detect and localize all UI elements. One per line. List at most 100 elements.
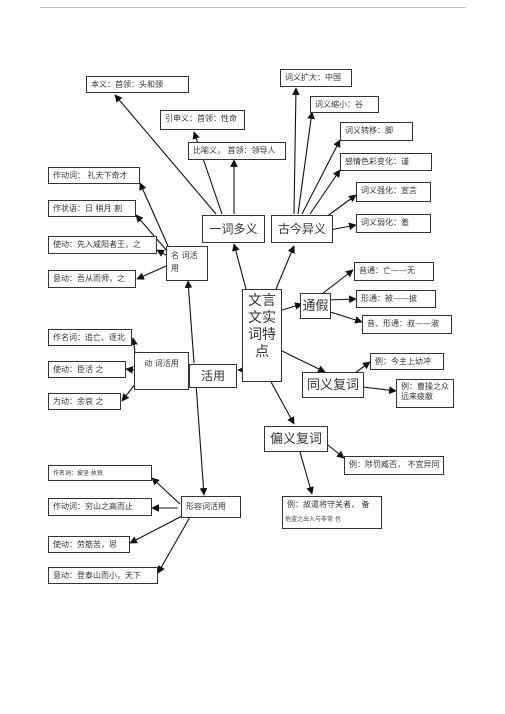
tongjia-item: 音、形通：叔——淑 (362, 315, 452, 334)
center-node: 文言文实词特点 (242, 289, 282, 382)
adj-item: 使动：劳筋苦，思 (48, 536, 130, 553)
arrow-center-pianyi (269, 379, 295, 425)
pianyi-example: 例：陟罚臧否， 不宜异同 (344, 456, 444, 475)
arrow-gujin-suoxiao (297, 111, 315, 215)
branch-huoyong-label: 活用 (200, 368, 225, 383)
arrow-gujin-ruohua (329, 222, 357, 231)
verb-item: 为动：余哀 之 (48, 393, 121, 410)
noun-item: 使动：先入咸阳者王，之 (48, 236, 157, 254)
center-label: 文言文实词特点 (248, 293, 276, 360)
arrow-adj-1 (151, 477, 181, 505)
arrow-tongjia-xing (327, 295, 357, 304)
noun-item: 作动词： 礼天下奇才 (48, 167, 140, 184)
tongyi-example: 例：今主上幼冲 (370, 353, 444, 370)
tongjia-item-text: 音通：亡——无 (359, 266, 415, 275)
arrow-adj-3 (129, 514, 185, 544)
pianyi-example-text: 例：陟罚臧否， 不宜异同 (349, 460, 440, 469)
noun-item-text: 意动：吾从而师，之 (53, 274, 125, 283)
branch-pianyi-label: 偏义复词 (269, 431, 322, 447)
pianyi-extra-text: 他盗之出入与非常 也 (285, 516, 341, 523)
arrow-pianyi-ex2 (299, 451, 314, 495)
tongjia-item-text: 形通：被——披 (361, 294, 417, 303)
adj-activation-label: 形容词活用 (186, 502, 226, 511)
branch-yici-label: 一词多义 (209, 221, 258, 236)
pianyi-example-text: 例：故遣将守关者， 备 (287, 500, 370, 509)
branch-pianyi: 偏义复词 (264, 426, 328, 452)
noun-item-text: 使动：先入咸阳者王，之 (53, 240, 141, 249)
yici-item-text: 比喻义， 首领：领导人 (193, 146, 276, 155)
verb-item: 使动：臣活 之 (48, 361, 126, 378)
branch-yici: 一词多义 (202, 215, 265, 243)
pianyi-example: 例：故遣将守关者， 备 (282, 496, 382, 529)
adj-activation-node: 形容词活用 (181, 496, 241, 518)
arrow-verb-2 (125, 366, 135, 374)
verb-activation-node: 动 词活用 (134, 352, 189, 390)
branch-tongyi-label: 同义复词 (306, 377, 359, 393)
arrow-center-tongyi (279, 349, 326, 373)
noun-activation-label: 名 词活用 (171, 251, 198, 273)
noun-item-text: 作动词： 礼天下奇才 (53, 171, 128, 180)
gujin-item-text: 感情色彩变化：谨 (345, 157, 409, 166)
arrow-noun-1 (139, 182, 169, 247)
yici-item: 引申义：首领：性命 (160, 110, 245, 130)
arrow-huoyong-noun (184, 280, 195, 364)
tongjia-item-text: 音、形通：叔——淑 (367, 319, 439, 328)
yici-item: 本义：首领：头和颈 (86, 76, 189, 93)
arrow-yici-benyi (114, 94, 217, 215)
gujin-item: 词义转移：脚 (340, 122, 413, 141)
adj-item: 作名词：披坚 执锐 (48, 465, 152, 481)
yici-item: 比喻义， 首领：领导人 (188, 142, 286, 160)
branch-tongyi: 同义复词 (302, 372, 364, 398)
gujin-item: 感情色彩变化：谨 (340, 153, 432, 171)
gujin-item-text: 词义转移：脚 (345, 126, 393, 135)
gujin-item: 词义缩小：谷 (310, 96, 379, 113)
tongyi-example-text: 例：今主上幼冲 (375, 357, 431, 366)
branch-gujin: 古今异义 (271, 215, 333, 243)
branch-tongjia-label: 通假 (302, 298, 329, 314)
gujin-item-text: 词义弱化：羞 (361, 218, 409, 227)
adj-item: 意动：登泰山而小，天下 (48, 567, 158, 584)
tongjia-item: 音通：亡——无 (354, 262, 434, 281)
verb-item-text: 使动：臣活 之 (53, 365, 104, 374)
arrow-noun-3 (156, 249, 167, 257)
gujin-item: 词义强化：宣言 (356, 182, 431, 202)
page-header-rule (40, 7, 466, 8)
tongjia-item: 形通：被——披 (356, 290, 436, 308)
arrow-gujin-zhuanyi (301, 139, 341, 215)
verb-item-text: 为动：余哀 之 (53, 397, 104, 406)
arrow-tongyi-ex2 (362, 386, 397, 394)
arrow-huoyong-adj (195, 383, 208, 496)
noun-item-text: 作状语：日 稍月 割 (53, 204, 123, 213)
adj-item-text: 使动：劳筋苦，思 (53, 540, 117, 549)
arrow-center-gujin (275, 245, 295, 290)
verb-item-text: 作名词：追亡、逐北 (53, 333, 125, 342)
gujin-item-text: 词义缩小：谷 (315, 100, 363, 109)
arrow-pianyi-ex1 (327, 444, 345, 459)
arrow-tongyi-ex1 (354, 361, 371, 374)
noun-activation-node: 名 词活用 (166, 246, 208, 281)
adj-item-text: 作动词：穷山之高而止 (53, 502, 133, 511)
arrow-gujin-ganqing (309, 169, 341, 215)
tongyi-example: 例：曹操之众远来疲敝 (396, 379, 454, 408)
gujin-item: 词义弱化：羞 (356, 214, 431, 233)
branch-tongjia: 通假 (300, 293, 331, 319)
noun-item: 意动：吾从而师，之 (48, 270, 136, 288)
arrow-center-tongjia (281, 302, 303, 311)
gujin-item: 词义扩大：中国 (280, 69, 352, 87)
arrow-noun-4 (136, 265, 167, 280)
adj-item-text: 意动：登泰山而小，天下 (53, 571, 141, 580)
branch-huoyong: 活用 (189, 364, 237, 388)
branch-gujin-label: 古今异义 (277, 221, 326, 236)
arrow-tongjia-yin (321, 269, 354, 295)
arrow-adj-4 (157, 516, 191, 574)
arrow-gujin-kuoda (292, 87, 300, 215)
verb-activation-label: 动 词活用 (144, 359, 179, 368)
tongyi-example-text: 例：曹操之众远来疲敝 (401, 382, 449, 401)
gujin-item-text: 词义强化：宣言 (361, 186, 417, 195)
arrow-noun-2 (135, 214, 169, 253)
verb-item: 作名词：追亡、逐北 (48, 329, 132, 346)
arrow-verb-3 (121, 382, 137, 402)
yici-item-text: 本义：首领：头和颈 (91, 80, 163, 89)
gujin-item-text: 词义扩大：中国 (285, 73, 341, 82)
adj-item: 作动词：穷山之高而止 (48, 498, 152, 516)
